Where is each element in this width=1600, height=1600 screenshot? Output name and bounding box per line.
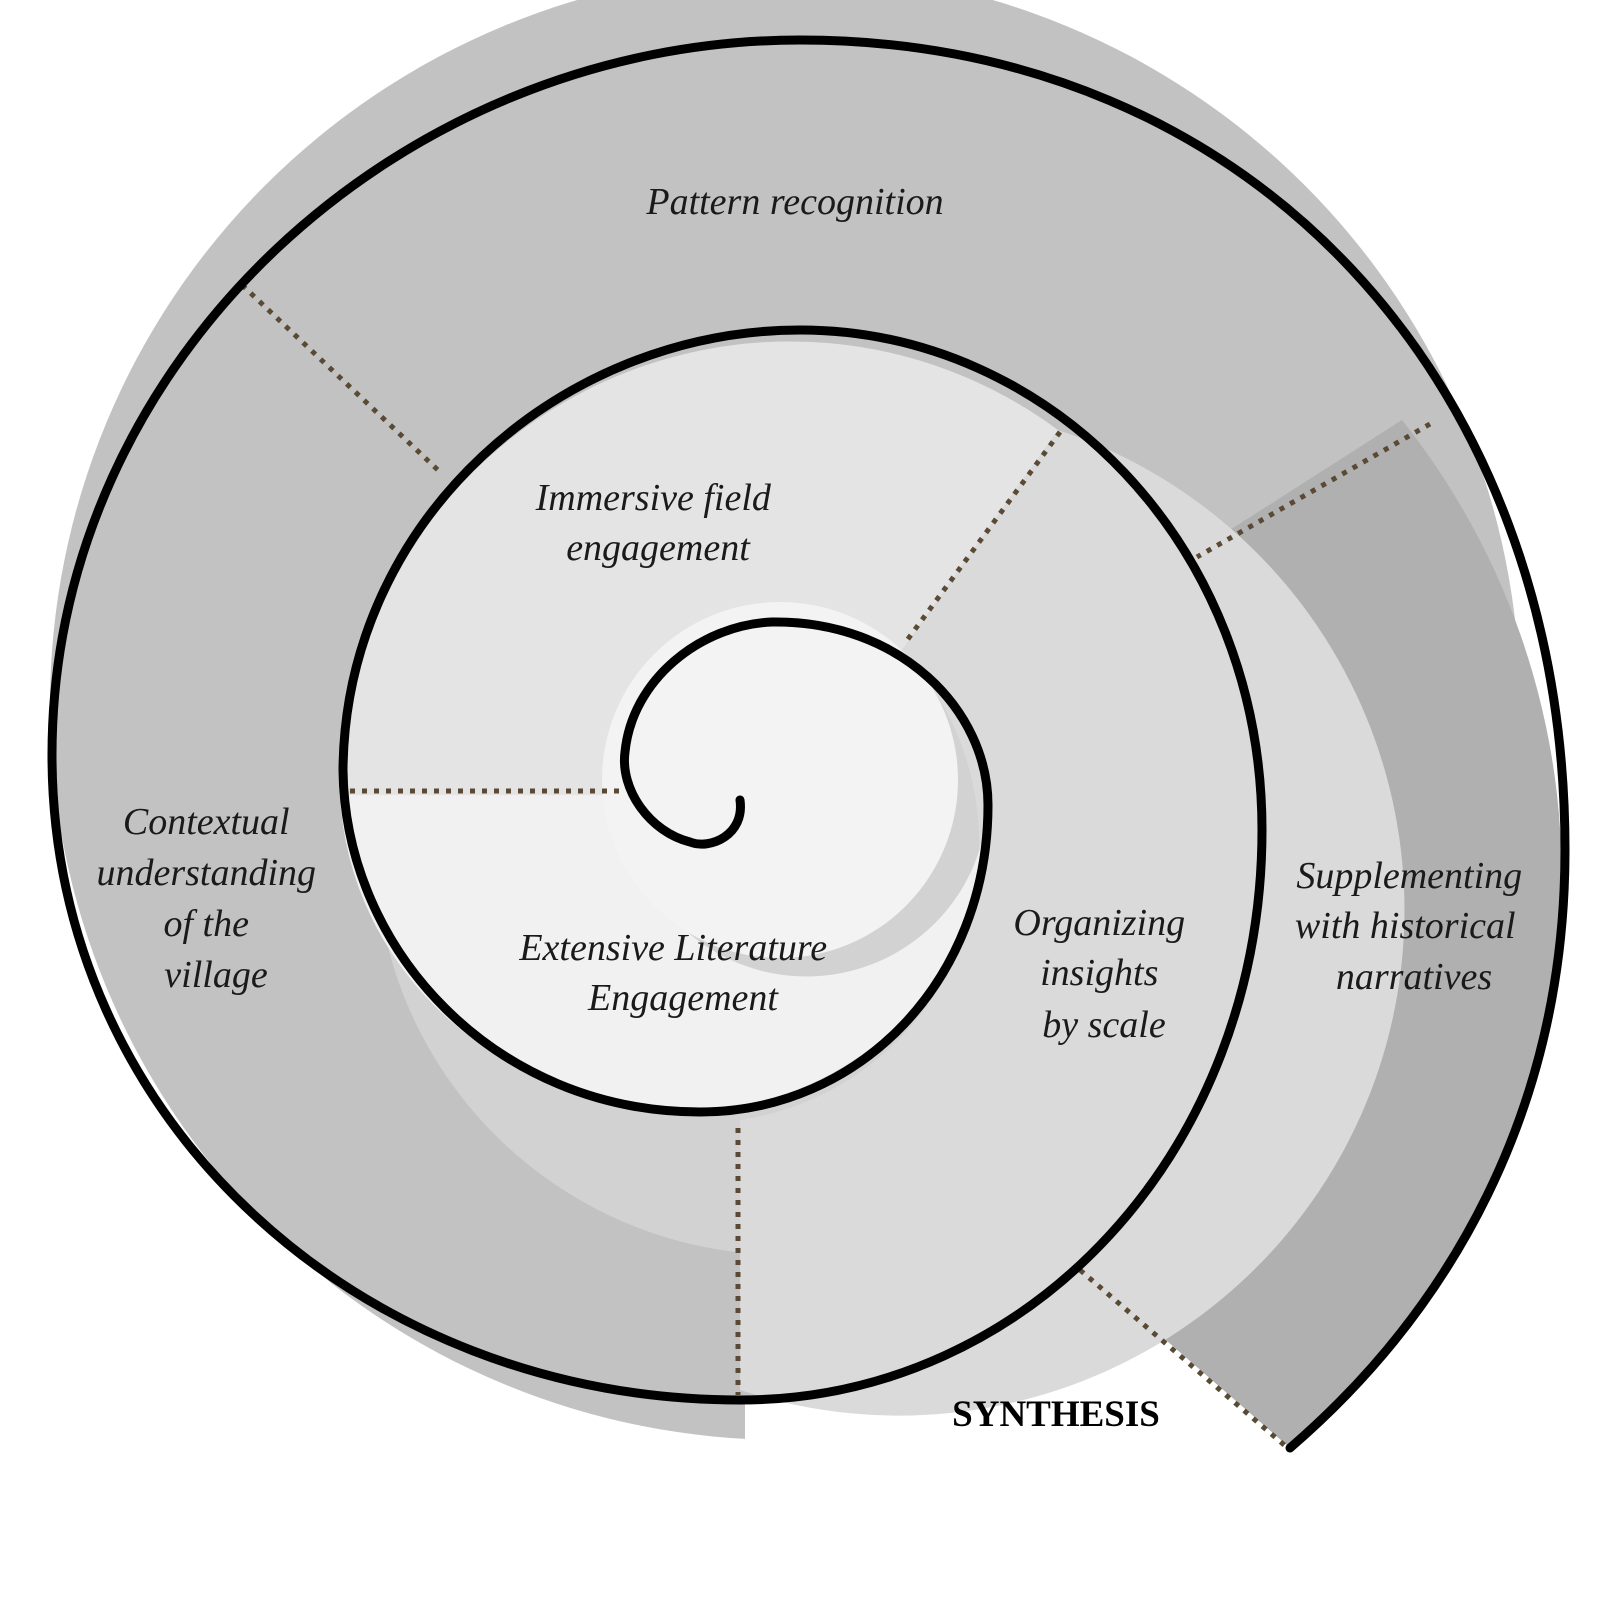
label-organizing-line-3: by scale <box>1042 1004 1166 1046</box>
label-literature-line-1: Extensive Literature <box>518 927 827 969</box>
divider-pattern-supplementing <box>1195 421 1432 560</box>
label-literature-line-2: Engagement <box>587 977 779 1019</box>
label-pattern-line-1: Pattern recognition <box>645 181 943 223</box>
label-immersive-line-1: Immersive field <box>535 477 772 519</box>
dividers <box>240 283 1432 1452</box>
label-organizing-line-1: Organizing <box>1013 902 1185 944</box>
label-supplementing-line-1: Supplementing <box>1296 855 1522 897</box>
inner-upper-fill <box>339 341 1059 795</box>
label-extensive-literature: Extensive Literature Engagement <box>518 927 836 1019</box>
label-organizing-insights: Organizing insights by scale <box>1013 902 1194 1046</box>
label-contextual-understanding: Contextual understanding of the village <box>96 801 325 996</box>
label-organizing-line-2: insights <box>1040 952 1158 994</box>
label-immersive-field: Immersive field engagement <box>535 477 781 569</box>
label-supplementing-line-3: narratives <box>1336 956 1492 998</box>
label-contextual-line-4: village <box>164 954 268 996</box>
label-contextual-line-2: understanding <box>96 852 316 894</box>
inner-lower-fill <box>340 795 989 1111</box>
label-contextual-line-1: Contextual <box>123 801 290 843</box>
label-supplementing-historical: Supplementing with historical narratives <box>1295 855 1532 998</box>
divider-supplementing-end <box>1078 1268 1292 1452</box>
diagram-title: SYNTHESIS <box>952 1394 1160 1435</box>
label-supplementing-line-2: with historical <box>1295 905 1516 947</box>
spiral-core-fill <box>602 602 958 958</box>
divider-pattern-contextual <box>240 283 442 474</box>
divider-immersive-organizing <box>902 430 1063 645</box>
label-pattern-recognition: Pattern recognition <box>645 181 943 223</box>
spiral-line <box>47 35 1570 1453</box>
label-immersive-line-2: engagement <box>566 527 751 569</box>
label-contextual-line-3: of the <box>164 903 250 945</box>
